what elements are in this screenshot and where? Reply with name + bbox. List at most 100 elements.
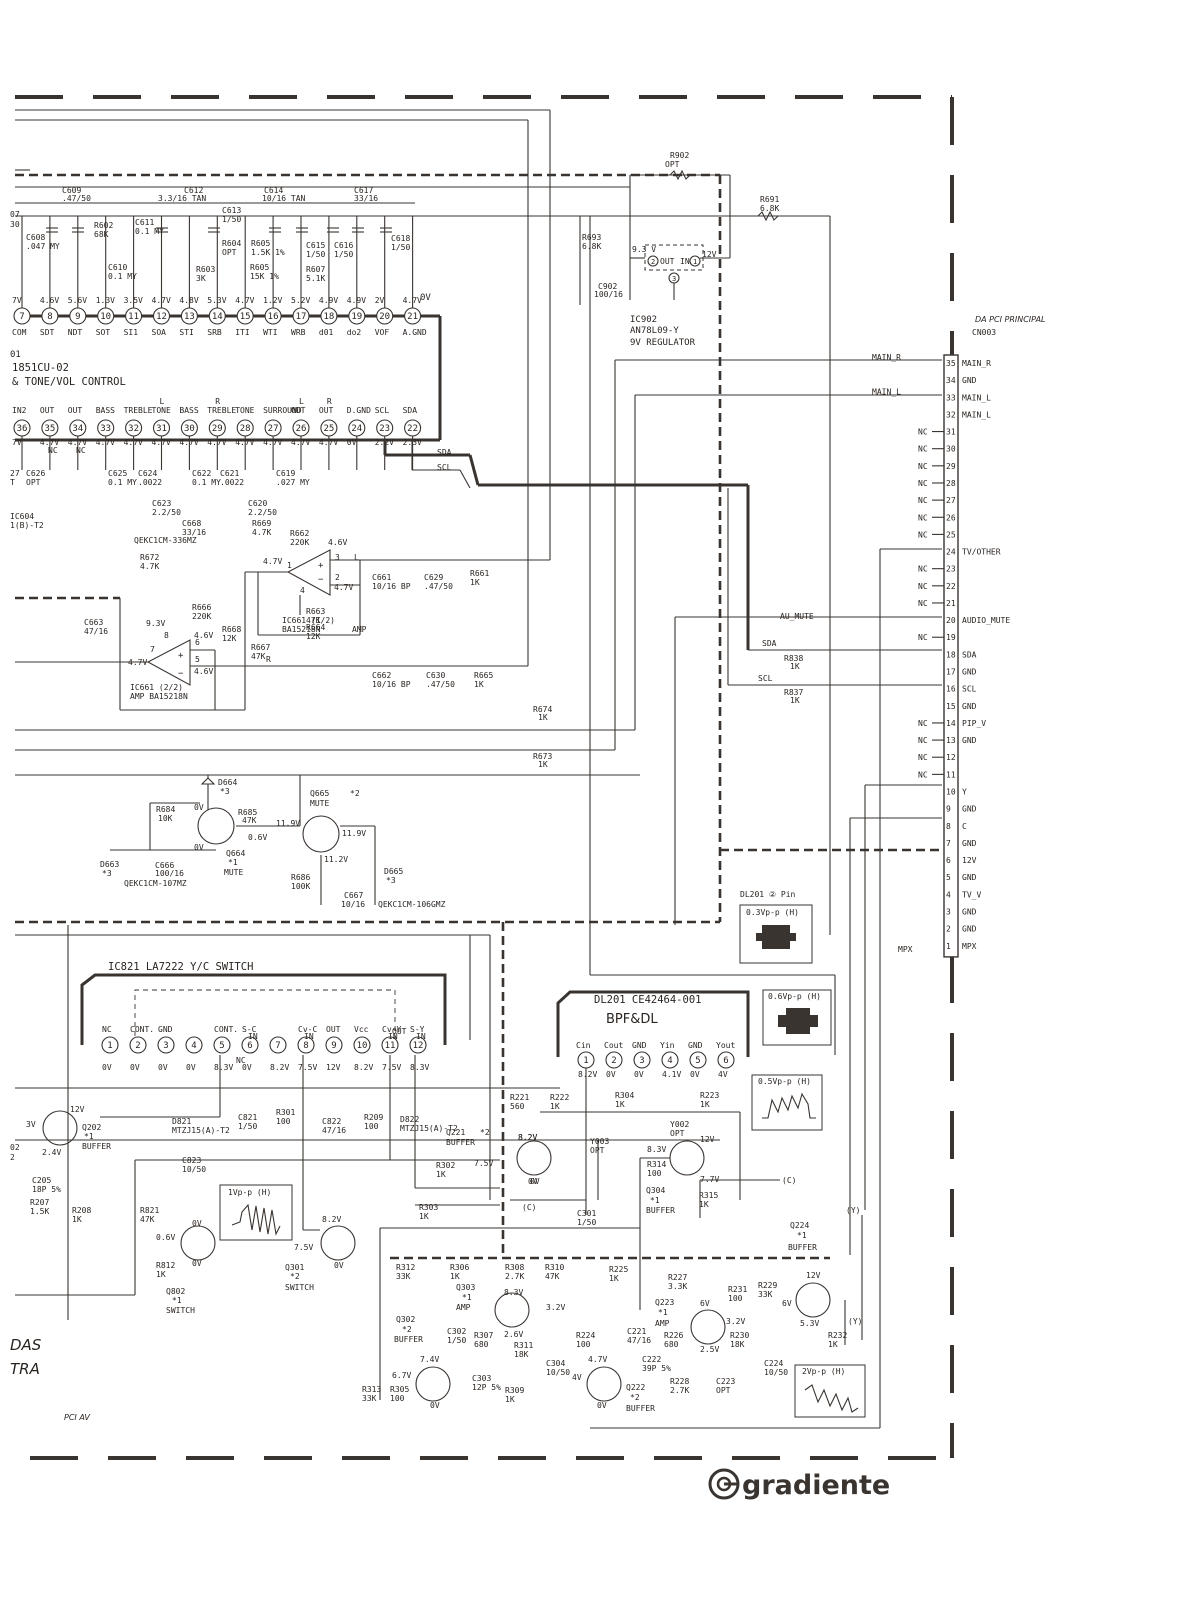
wave-2-label: 2Vp-p (H) bbox=[802, 1367, 845, 1376]
audio-pin-10 bbox=[97, 307, 115, 325]
dl201-pin-name: Cout bbox=[604, 1041, 623, 1050]
voltage: 4.7V bbox=[588, 1355, 607, 1364]
audio-pin-voltage: 4.6V bbox=[40, 296, 59, 305]
audio-pin-voltage: 4.8V bbox=[179, 296, 198, 305]
part-value: 1/50 bbox=[577, 1218, 596, 1227]
c609-val: .47/50 bbox=[62, 194, 91, 203]
d665-ref: D665 bbox=[384, 867, 403, 876]
part-label: 15K 1% bbox=[250, 272, 279, 281]
part-label: C619 bbox=[276, 469, 295, 478]
connector-pin-num: 16 bbox=[946, 685, 956, 694]
part-label: R308 bbox=[505, 1263, 524, 1272]
r693-val: 6.8K bbox=[582, 242, 601, 251]
part-label: R230 bbox=[730, 1331, 749, 1340]
audio-pin-name: ITI bbox=[235, 328, 250, 337]
audio-pin-name: WTI bbox=[263, 328, 278, 337]
ic821-pin-num: 12 bbox=[413, 1041, 424, 1051]
audio-pin-21 bbox=[404, 307, 422, 325]
ic821-body bbox=[80, 973, 447, 1045]
audio-pin-name: SOT bbox=[96, 328, 111, 337]
ic821-pin-3 bbox=[157, 1036, 175, 1054]
part-value: 33K bbox=[758, 1290, 773, 1299]
ic821-pin-name-2: IN bbox=[388, 1032, 398, 1041]
audio-pin-label: OUT bbox=[68, 406, 83, 415]
voltage: 7.7V bbox=[700, 1175, 719, 1184]
part-label: 0.1 MY bbox=[108, 272, 137, 281]
audio-pin-name: STI bbox=[179, 328, 194, 337]
audio-pin-9 bbox=[69, 307, 87, 325]
part-label: R224 bbox=[576, 1331, 595, 1340]
y-label-2: (Y) bbox=[848, 1317, 862, 1326]
partial-27: 27 bbox=[10, 469, 20, 478]
yc-wiring bbox=[15, 925, 720, 1320]
ic821-pin-num: 4 bbox=[191, 1041, 196, 1051]
connector-pin-num: 20 bbox=[946, 616, 956, 625]
dl201-pin-num: 5 bbox=[695, 1056, 700, 1066]
part-label: 1/50 bbox=[222, 215, 241, 224]
dl201-pin-5 bbox=[689, 1051, 707, 1069]
part-label: D822 bbox=[400, 1115, 419, 1124]
connector-pin-num: 7 bbox=[946, 839, 951, 848]
voltage: 12V bbox=[806, 1271, 821, 1280]
q301-note: *2 bbox=[290, 1272, 300, 1281]
ic902-in-label: IN bbox=[680, 257, 690, 266]
ic821-pin-num: 10 bbox=[357, 1041, 368, 1051]
amp1-ref: IC661 (1/2) bbox=[282, 616, 335, 625]
audio-pin-num: 8 bbox=[47, 312, 52, 322]
connector-pin-num: 12 bbox=[946, 753, 956, 762]
ic821-pin-num: 8 bbox=[303, 1041, 308, 1051]
connector-pin-label: GND bbox=[962, 376, 977, 385]
part-label: C615 bbox=[306, 241, 325, 250]
q301-func: SWITCH bbox=[285, 1283, 314, 1292]
connector-pin-num: 32 bbox=[946, 410, 956, 419]
wave-1vpp-trace bbox=[231, 1203, 281, 1236]
audio-top-wiring bbox=[15, 169, 831, 935]
connector-pin-label: AUDIO_MUTE bbox=[962, 616, 1010, 625]
q303-ref: Q303 bbox=[456, 1283, 475, 1292]
opamp1-v-in: 4.7V bbox=[263, 557, 282, 566]
part-value: 100 bbox=[576, 1340, 591, 1349]
audio-pin-name: SOA bbox=[152, 328, 167, 337]
part-value: 4.7K bbox=[252, 528, 271, 537]
audio-pin-num: 11 bbox=[128, 312, 139, 322]
connector-pin-num: 17 bbox=[946, 668, 956, 677]
part-label: Y003 bbox=[590, 1137, 609, 1146]
c609-ref: C609 bbox=[62, 186, 81, 195]
amp1-part: BA15218N bbox=[282, 625, 321, 634]
op-amp-1: + − bbox=[245, 549, 400, 636]
ic821-pin-8 bbox=[297, 1036, 315, 1054]
r685-val: 47K bbox=[242, 816, 257, 825]
ic821-pin-voltage: 0V bbox=[102, 1063, 112, 1072]
part-label: R208 bbox=[72, 1206, 91, 1215]
audio-pin-num: 27 bbox=[268, 424, 279, 434]
connector-ref: CN003 bbox=[972, 328, 996, 337]
part-label: .047 MY bbox=[26, 242, 60, 251]
audio-pin-label: BASS bbox=[179, 406, 198, 415]
audio-pin-num: 31 bbox=[156, 424, 167, 434]
dl201-pin-3 bbox=[633, 1051, 651, 1069]
audio-pin-label: TREBLE bbox=[207, 406, 236, 415]
part-value: 220K bbox=[290, 538, 309, 547]
part-label: C662 bbox=[372, 671, 391, 680]
svg-text:7: 7 bbox=[150, 645, 155, 654]
audio-pin-15 bbox=[236, 307, 254, 325]
ic821-pin-11 bbox=[381, 1036, 399, 1054]
gradiente-logo-icon bbox=[708, 1468, 740, 1500]
dl201-pin-title: DL201 ② Pin bbox=[740, 890, 796, 899]
part-label: R314 bbox=[647, 1160, 666, 1169]
audio-pin-label: D.GND bbox=[347, 406, 371, 415]
d664-ref: D664 bbox=[218, 778, 237, 787]
part-label: 1/50 bbox=[334, 250, 353, 259]
audio-pin-num: 19 bbox=[351, 312, 362, 322]
voltage: 8.2V bbox=[518, 1133, 537, 1142]
c666-val: 100/16 bbox=[155, 869, 184, 878]
q664-note: *1 bbox=[228, 858, 238, 867]
part-label: C611 bbox=[135, 218, 154, 227]
audio-pin-voltage: 5.3V bbox=[207, 296, 226, 305]
svg-text:2: 2 bbox=[335, 573, 340, 582]
part-value: 1K bbox=[474, 680, 484, 689]
voltage: 3V bbox=[26, 1120, 36, 1129]
ic821-pin-9 bbox=[325, 1036, 343, 1054]
part-label: R669 bbox=[252, 519, 271, 528]
